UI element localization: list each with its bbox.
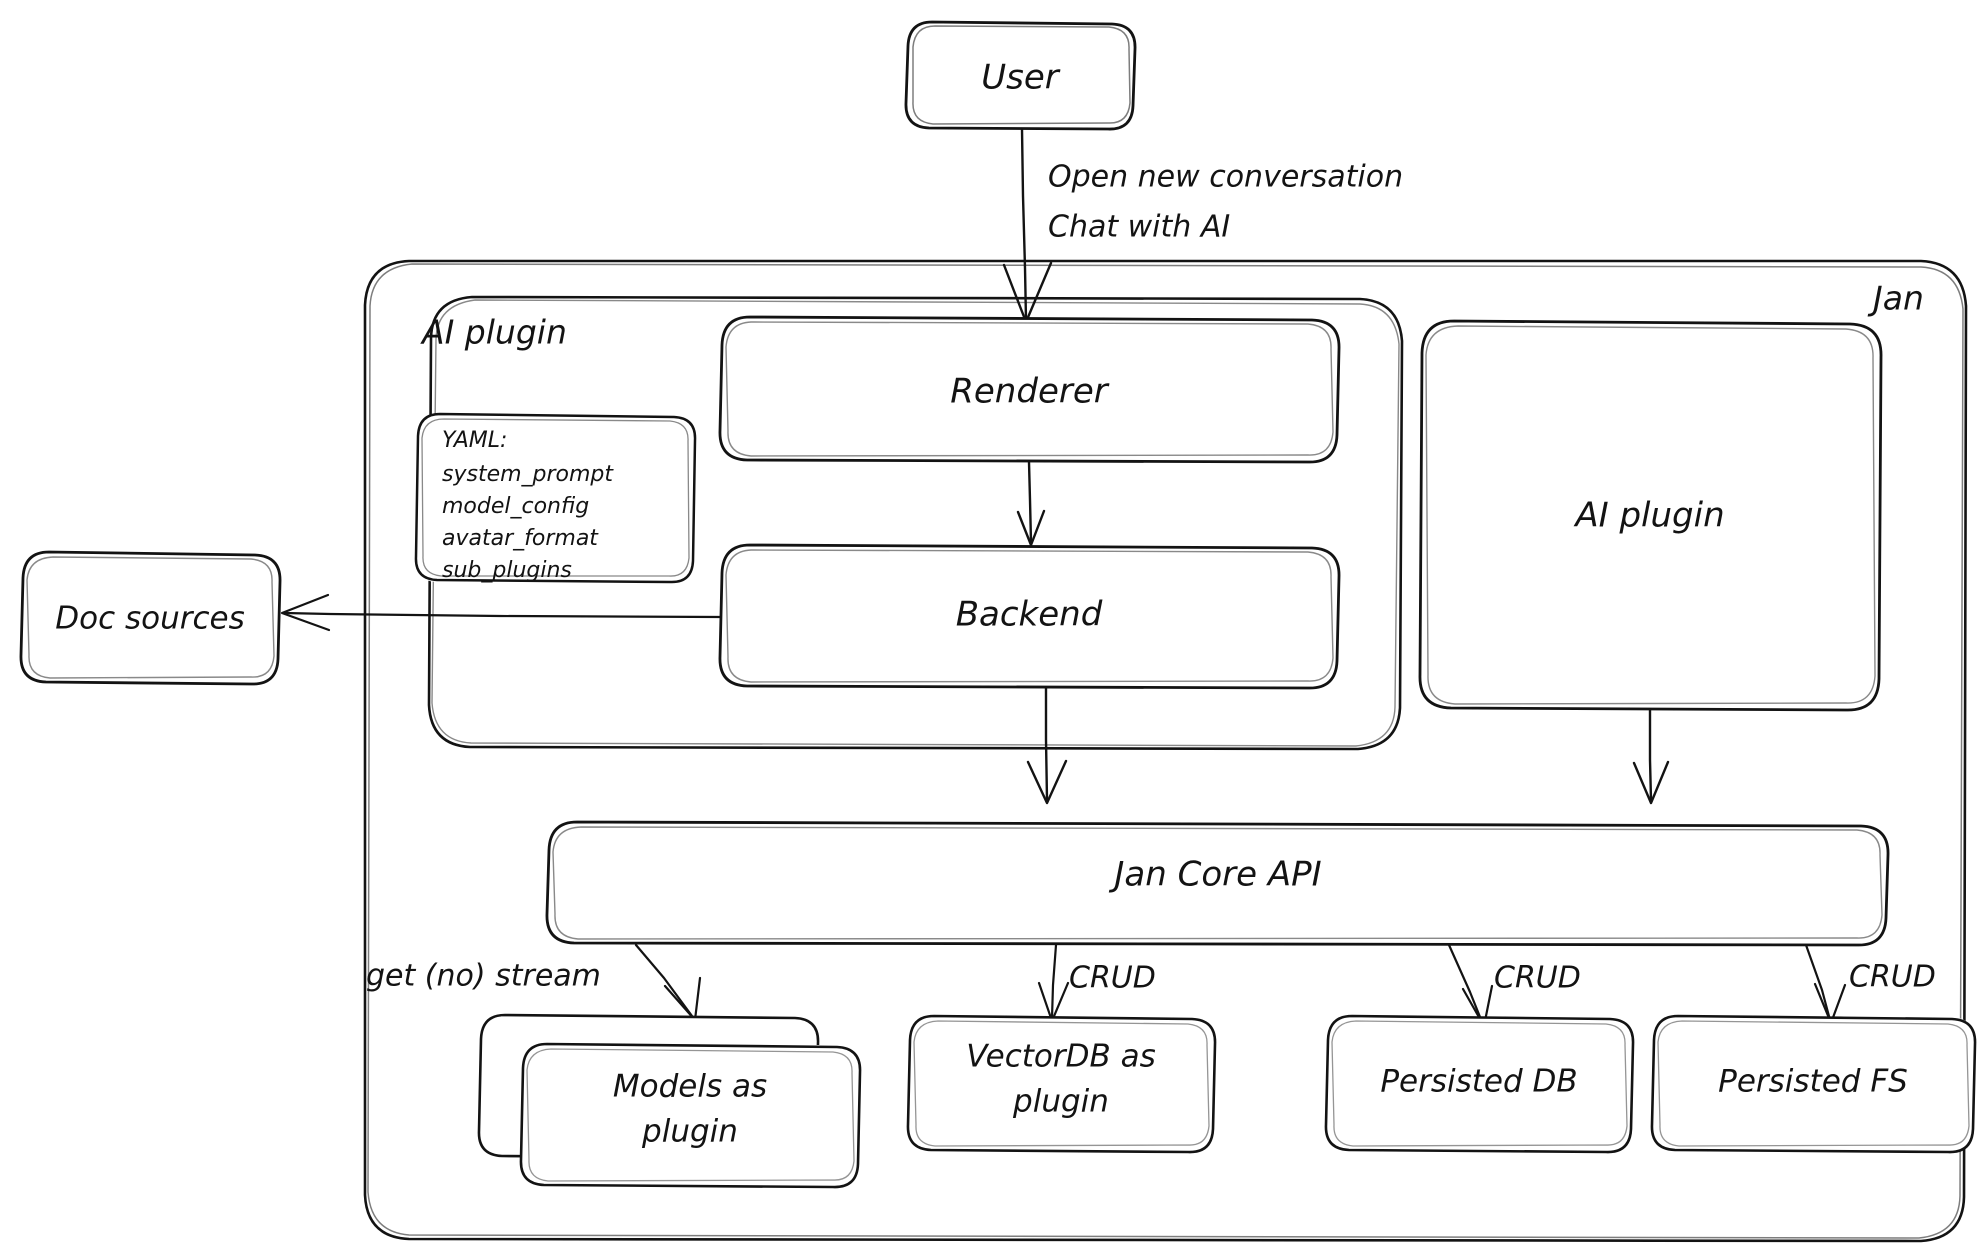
edge-crud-vectordb-label: CRUD [1069, 961, 1156, 996]
node-vectordb-as-plugin-line2: plugin [1012, 1084, 1109, 1120]
group-jan-label: Jan [1867, 279, 1924, 318]
edge-core-api-to-vectordb: CRUD [1037, 943, 1156, 1023]
node-vectordb-as-plugin[interactable]: VectorDB as plugin [906, 1014, 1217, 1154]
yaml-item-avatar-format: avatar_format [442, 526, 599, 551]
edge-crud-persisted-fs-label: CRUD [1849, 960, 1936, 995]
group-jan[interactable]: Jan [363, 259, 1968, 1243]
edge-core-api-to-models: get (no) stream [366, 943, 702, 1022]
node-models-as-plugin-line2: plugin [641, 1114, 738, 1150]
edge-core-api-to-persisted-fs: CRUD [1804, 943, 1936, 1025]
node-persisted-fs-label: Persisted FS [1718, 1064, 1908, 1100]
node-user-label: User [981, 58, 1061, 98]
edge-user-renderer-label-line1: Open new conversation [1048, 160, 1403, 195]
node-persisted-db-label: Persisted DB [1380, 1064, 1577, 1100]
node-backend-label: Backend [956, 595, 1103, 635]
edge-core-api-to-persisted-db: CRUD [1447, 943, 1581, 1028]
node-renderer[interactable]: Renderer [718, 315, 1341, 464]
edge-user-to-renderer: Open new conversation Chat with AI [1002, 127, 1403, 324]
node-jan-core-api-label: Jan Core API [1108, 855, 1321, 895]
yaml-card[interactable]: YAML: system_prompt model_config avatar_… [414, 412, 697, 584]
edge-ai-plugin-to-core-api [1632, 708, 1670, 805]
node-doc-sources-label: Doc sources [55, 601, 245, 637]
yaml-item-sub-plugins: sub_plugins [442, 558, 572, 583]
edge-get-no-stream-label: get (no) stream [366, 959, 601, 994]
node-user[interactable]: User [904, 20, 1137, 131]
edge-renderer-to-backend [1016, 460, 1046, 547]
edge-user-renderer-label-line2: Chat with AI [1048, 210, 1230, 245]
node-persisted-fs[interactable]: Persisted FS [1650, 1014, 1977, 1154]
edge-crud-persisted-db-label: CRUD [1494, 961, 1581, 996]
node-persisted-db[interactable]: Persisted DB [1324, 1014, 1635, 1154]
node-renderer-label: Renderer [950, 372, 1109, 412]
yaml-item-system-prompt: system_prompt [442, 462, 614, 487]
node-doc-sources[interactable]: Doc sources [19, 550, 282, 686]
edge-backend-to-doc-sources [280, 593, 722, 632]
node-backend[interactable]: Backend [718, 543, 1341, 690]
node-vectordb-as-plugin-line1: VectorDB as [966, 1039, 1156, 1075]
node-jan-core-api[interactable]: Jan Core API [545, 820, 1890, 947]
yaml-item-model-config: model_config [442, 494, 589, 519]
group-ai-plugin-label: AI plugin [420, 313, 567, 352]
node-models-as-plugin-line1: Models as [613, 1069, 767, 1105]
node-models-as-plugin[interactable]: Models as plugin [477, 1013, 862, 1189]
edge-backend-to-core-api [1026, 686, 1068, 805]
node-ai-plugin-right-label: AI plugin [1573, 496, 1724, 536]
yaml-card-title: YAML: [442, 428, 507, 453]
node-ai-plugin-right[interactable]: AI plugin [1418, 319, 1883, 712]
group-ai-plugin[interactable]: AI plugin [420, 295, 1404, 751]
